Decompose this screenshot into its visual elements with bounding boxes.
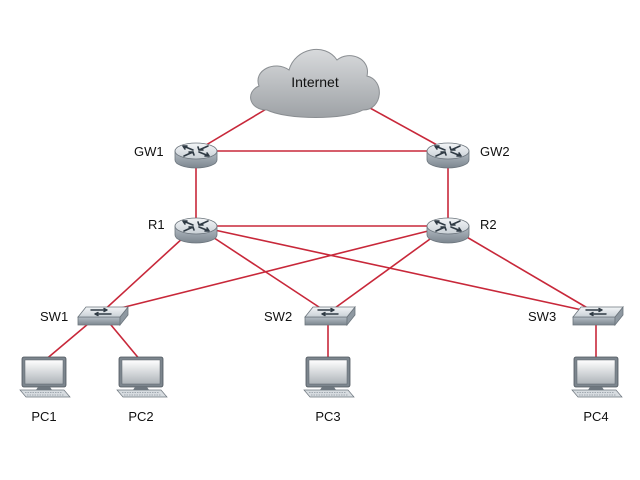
- router-r2[interactable]: R2: [426, 217, 497, 244]
- pc-pc3[interactable]: PC3: [303, 356, 355, 424]
- pc-icon: [303, 356, 355, 398]
- pc-icon: [116, 356, 168, 398]
- link-r1-sw2: [195, 225, 329, 314]
- link-r2-sw3: [447, 225, 597, 314]
- pc-icon: [571, 356, 623, 398]
- pc-pc1[interactable]: PC1: [19, 356, 71, 424]
- label-pc2: PC2: [128, 409, 153, 424]
- internet-cloud[interactable]: Internet: [250, 49, 380, 118]
- switch-icon: [572, 305, 624, 327]
- label-sw1: SW1: [40, 309, 68, 324]
- link-r2-sw2: [327, 225, 449, 314]
- pc-pc2[interactable]: PC2: [116, 356, 168, 424]
- switch-sw3[interactable]: SW3: [528, 305, 624, 327]
- label-r1: R1: [148, 217, 165, 232]
- label-gw1: GW1: [134, 144, 164, 159]
- link-r2-sw1: [100, 225, 449, 314]
- router-gw1[interactable]: GW1: [134, 142, 218, 169]
- internet-label: Internet: [291, 74, 339, 90]
- router-icon: [174, 217, 218, 244]
- label-pc3: PC3: [315, 409, 340, 424]
- switch-sw1[interactable]: SW1: [40, 305, 129, 327]
- cloud-icon: [250, 49, 380, 118]
- label-sw2: SW2: [264, 309, 292, 324]
- pc-icon: [19, 356, 71, 398]
- link-internet-gw1: [195, 107, 269, 152]
- router-gw2[interactable]: GW2: [426, 142, 510, 169]
- label-r2: R2: [480, 217, 497, 232]
- label-pc1: PC1: [31, 409, 56, 424]
- router-icon: [426, 142, 470, 169]
- label-pc4: PC4: [583, 409, 608, 424]
- router-r1[interactable]: R1: [148, 217, 218, 244]
- switch-icon: [304, 305, 356, 327]
- pc-pc4[interactable]: PC4: [571, 356, 623, 424]
- label-sw3: SW3: [528, 309, 556, 324]
- label-gw2: GW2: [480, 144, 510, 159]
- switch-sw2[interactable]: SW2: [264, 305, 356, 327]
- router-icon: [426, 217, 470, 244]
- link-r1-sw3: [195, 225, 597, 314]
- links-layer: [43, 107, 597, 362]
- router-icon: [174, 142, 218, 169]
- link-internet-gw2: [369, 107, 449, 152]
- switch-icon: [77, 305, 129, 327]
